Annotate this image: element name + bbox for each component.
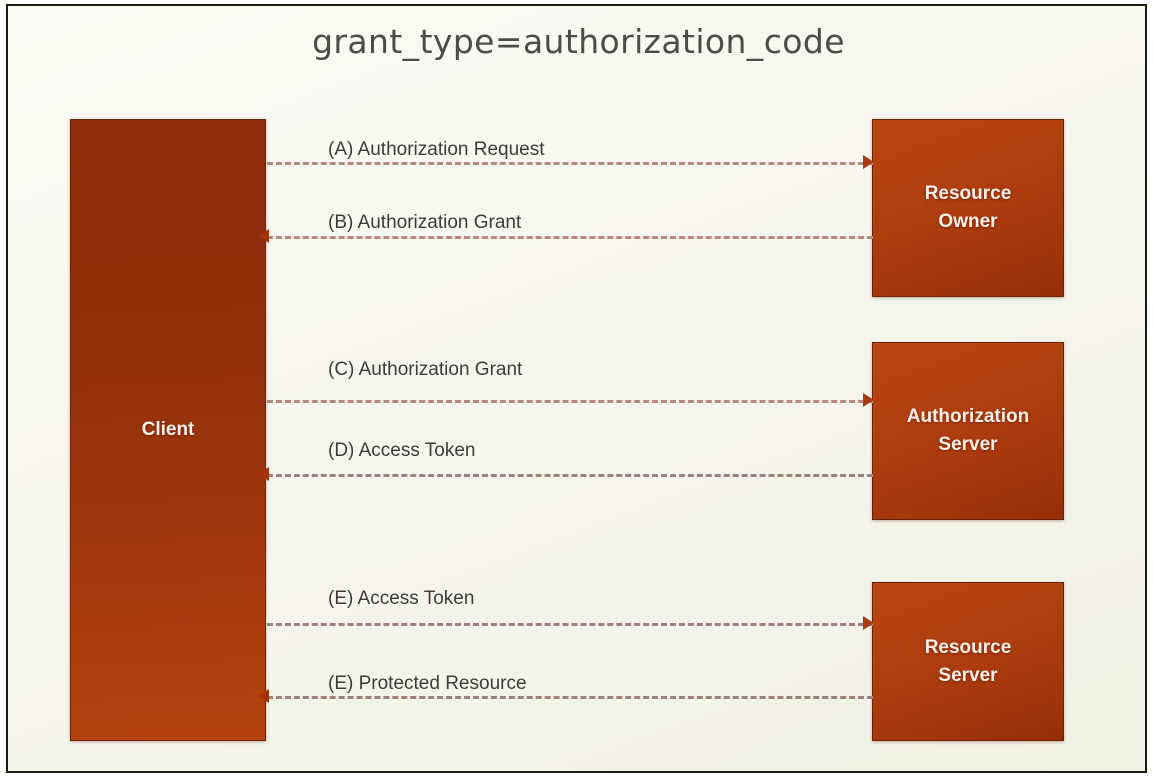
flow-line-c — [267, 400, 873, 403]
arrow-right-c-icon — [863, 393, 874, 407]
node-client-label: Client — [141, 419, 195, 441]
node-authorization-server[interactable]: Authorization Server — [872, 342, 1064, 520]
node-resource-owner-label: Resource Owner — [924, 183, 1012, 232]
flow-label-c: (C) Authorization Grant — [328, 359, 523, 380]
flow-label-a: (A) Authorization Request — [328, 139, 545, 160]
arrow-left-b-icon — [258, 229, 269, 243]
flow-label-b: (B) Authorization Grant — [328, 212, 522, 233]
flow-line-e-access-token — [267, 623, 873, 626]
flow-line-d — [267, 474, 873, 477]
arrow-left-e-icon — [258, 689, 269, 703]
node-resource-owner[interactable]: Resource Owner — [872, 119, 1064, 297]
node-client[interactable]: Client — [70, 119, 266, 741]
arrow-left-d-icon — [258, 467, 269, 481]
arrow-right-a-icon — [863, 155, 874, 169]
node-authorization-server-label: Authorization Server — [906, 406, 1030, 455]
node-resource-server[interactable]: Resource Server — [872, 582, 1064, 741]
flow-label-e-protected-resource: (E) Protected Resource — [328, 673, 527, 694]
node-resource-server-label: Resource Server — [924, 636, 1012, 686]
flow-label-d: (D) Access Token — [328, 440, 476, 461]
arrow-right-e-icon — [863, 616, 874, 630]
flow-line-a — [267, 162, 873, 165]
page-title: grant_type=authorization_code — [312, 22, 845, 61]
slide-canvas: grant_type=authorization_code Client Res… — [6, 4, 1147, 773]
flow-label-e-access-token: (E) Access Token — [328, 588, 475, 609]
flow-line-b — [267, 236, 873, 239]
flow-line-e-protected-resource — [267, 696, 873, 699]
